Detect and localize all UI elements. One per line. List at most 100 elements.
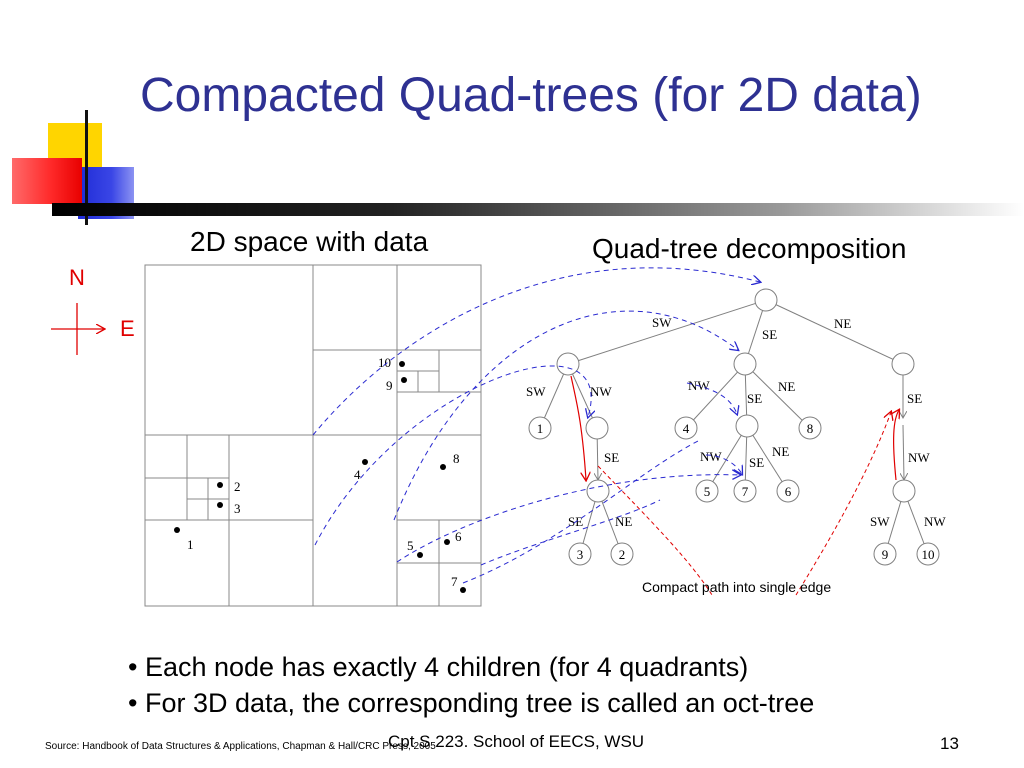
arrow-lower-extra	[480, 499, 661, 566]
leaf-2-label: 2	[619, 547, 626, 562]
point-10-label: 10	[378, 355, 391, 370]
leaf-8	[798, 416, 822, 440]
leaf-2	[610, 542, 634, 566]
arrow-nw-to-se-se	[686, 382, 737, 414]
point-7	[460, 587, 466, 593]
edge-label-d-ne: NE	[615, 514, 632, 529]
arrow-sw-to-node	[314, 365, 591, 546]
node-ne-se-nw	[892, 479, 916, 503]
leaf-3	[568, 542, 592, 566]
space-points: 1 2 3 4 5 6 7 8 9 10	[174, 355, 466, 593]
edge-label-a-nw: NW	[590, 384, 612, 399]
leaf-5-label: 5	[704, 484, 711, 499]
node-se-se	[735, 414, 759, 438]
leaf-7	[733, 479, 757, 503]
point-8	[440, 464, 446, 470]
leaf-4-label: 4	[683, 421, 690, 436]
page-number: 13	[940, 734, 959, 753]
leaf-10	[916, 542, 940, 566]
arrow-space-to-root	[312, 267, 760, 436]
point-3	[217, 502, 223, 508]
leaf-5	[695, 479, 719, 503]
edge-label-b-ne: NE	[778, 379, 795, 394]
node-root	[754, 288, 778, 312]
bullet-list: • Each node has exactly 4 children (for …	[128, 649, 814, 721]
edge-label-root-sw: SW	[652, 315, 672, 330]
edge-label-e-sw: SW	[870, 514, 890, 529]
point-5	[417, 552, 423, 558]
point-3-label: 3	[234, 501, 241, 516]
leaf-3-label: 3	[577, 547, 584, 562]
leaf-6	[776, 479, 800, 503]
leaf-6-label: 6	[785, 484, 792, 499]
point-2	[217, 482, 223, 488]
red-solid-right	[894, 410, 899, 481]
compact-arrows	[570, 375, 899, 481]
logo-red-square	[12, 158, 82, 204]
compact-dashed	[597, 412, 891, 596]
edge-label-e-nw: NW	[924, 514, 946, 529]
leaf-7-label: 7	[742, 484, 749, 499]
node-sw	[556, 352, 580, 376]
space-grid	[144, 264, 482, 607]
edge-label-root-ne: NE	[834, 316, 851, 331]
arrow-se-sub-to-node	[396, 475, 740, 563]
point-5-label: 5	[407, 538, 414, 553]
logo-vertical-line	[85, 110, 88, 225]
point-10	[399, 361, 405, 367]
point-9	[401, 377, 407, 383]
edge-label-c-se: SE	[907, 391, 922, 406]
leaf-10-label: 10	[922, 547, 935, 562]
bullet-1: • Each node has exactly 4 children (for …	[128, 652, 749, 682]
compass-north-label: N	[69, 265, 85, 290]
point-8-label: 8	[453, 451, 460, 466]
mapping-arrows	[312, 267, 760, 584]
edge-label-c2-nw: NW	[908, 450, 930, 465]
arrow-se-to-node-se	[393, 310, 738, 521]
red-solid-left	[570, 375, 586, 480]
point-1-label: 1	[187, 537, 194, 552]
point-7-label: 7	[451, 574, 458, 589]
leaf-4	[674, 416, 698, 440]
edge-label-b-se: SE	[747, 391, 762, 406]
source-citation: Source: Handbook of Data Structures & Ap…	[45, 741, 436, 752]
node-ne	[891, 352, 915, 376]
point-9-label: 9	[386, 378, 393, 393]
right-heading: Quad-tree decomposition	[592, 233, 907, 264]
red-dashed-left	[597, 465, 713, 596]
edge-label-a-sw: SW	[526, 384, 546, 399]
left-heading: 2D space with data	[190, 226, 429, 257]
leaf-1	[528, 416, 552, 440]
leaf-8-label: 8	[807, 421, 814, 436]
tree-edge-labels: SW SE NE SW NW NW SE NE SE SE SE NE NW S…	[526, 315, 946, 529]
edge-label-b2-se: SE	[749, 455, 764, 470]
title-underline-bar	[52, 203, 1024, 216]
compass	[51, 303, 104, 355]
edge-label-b2-ne: NE	[772, 444, 789, 459]
arrow-point7-line	[462, 439, 701, 584]
point-1	[174, 527, 180, 533]
edge-label-b2-nw: NW	[700, 449, 722, 464]
leaf-9-label: 9	[882, 547, 889, 562]
edge-label-root-se: SE	[762, 327, 777, 342]
leaf-9	[873, 542, 897, 566]
red-dashed-right	[795, 412, 891, 596]
compass-east-label: E	[120, 316, 135, 341]
tree-leaves: 1 3 2 4 8 5 7 6 9 10	[528, 416, 940, 566]
arrow-nw-to-leaf7	[705, 454, 742, 474]
node-sw-nw-se	[586, 479, 610, 503]
point-4-label: 4	[354, 467, 361, 482]
node-se	[733, 352, 757, 376]
point-4	[362, 459, 368, 465]
bullet-2: • For 3D data, the corresponding tree is…	[128, 688, 815, 718]
compact-note: Compact path into single edge	[642, 579, 832, 595]
node-sw-nw	[585, 416, 609, 440]
point-6	[444, 539, 450, 545]
footer-text: Cpt S 223. School of EECS, WSU	[388, 732, 645, 751]
leaf-1-label: 1	[537, 421, 544, 436]
edge-label-a2-se: SE	[604, 450, 619, 465]
slide-title: Compacted Quad-trees (for 2D data)	[140, 69, 922, 122]
point-6-label: 6	[455, 529, 462, 544]
point-2-label: 2	[234, 479, 241, 494]
